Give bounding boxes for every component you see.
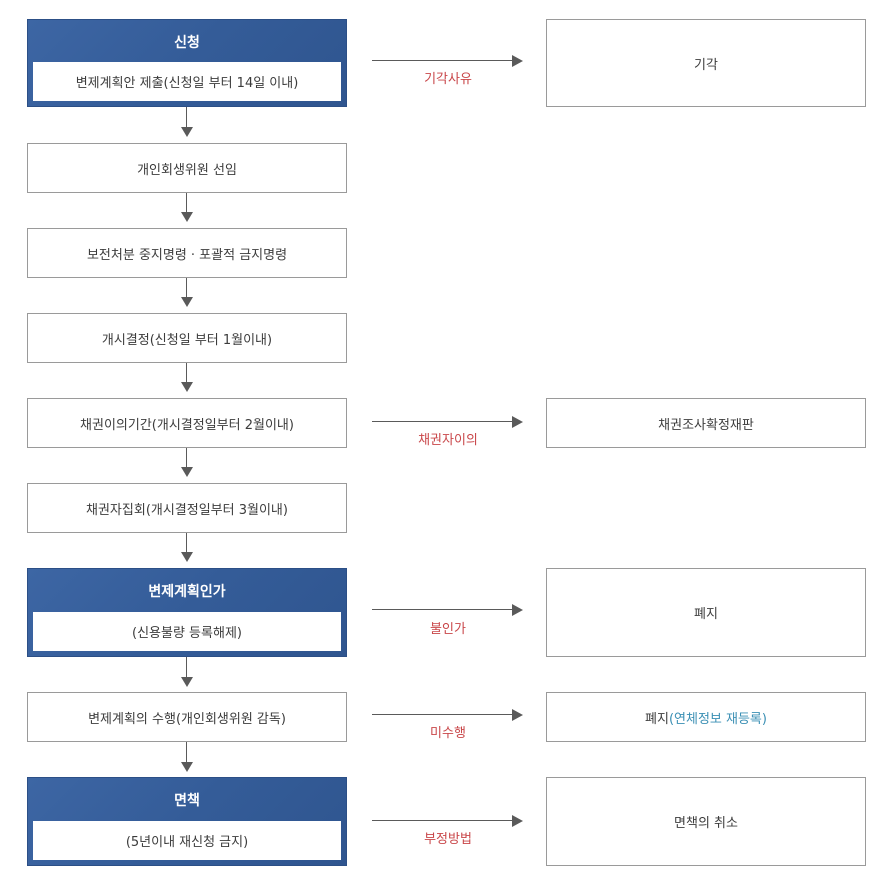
arrow-down-icon <box>181 382 193 392</box>
branch-abolish2-box: 폐지(연체정보 재등록) <box>546 692 866 742</box>
step-committee: 개인회생위원 선임 <box>27 143 347 193</box>
arrow-down-icon <box>181 127 193 137</box>
step-discharge-title: 면책 <box>174 793 200 809</box>
connector-line <box>186 742 187 762</box>
step-approve-sub: (신용불량 등록해제) <box>33 612 341 651</box>
arrow-right-icon <box>512 815 523 827</box>
connector-line <box>186 448 187 467</box>
arrow-right-icon <box>512 416 523 428</box>
connector-line <box>186 363 187 382</box>
connector-line <box>186 533 187 552</box>
arrow-down-icon <box>181 677 193 687</box>
branch-reject-label: 기각사유 <box>424 72 472 87</box>
arrow-down-icon <box>181 297 193 307</box>
branch-line <box>372 421 512 422</box>
arrow-right-icon <box>512 55 523 67</box>
step-apply: 신청 변제계획안 제출(신청일 부터 14일 이내) <box>27 19 347 107</box>
step-perform: 변제계획의 수행(개인회생위원 감독) <box>27 692 347 742</box>
step-apply-sub: 변제계획안 제출(신청일 부터 14일 이내) <box>33 62 341 101</box>
step-approve: 변제계획인가 (신용불량 등록해제) <box>27 568 347 657</box>
branch-nonperform-label: 미수행 <box>430 726 466 741</box>
step-preserve: 보전처분 중지명령 · 포괄적 금지명령 <box>27 228 347 278</box>
branch-fraud-label: 부정방법 <box>424 832 472 847</box>
branch-line <box>372 60 512 61</box>
arrow-down-icon <box>181 467 193 477</box>
arrow-down-icon <box>181 212 193 222</box>
branch-line <box>372 820 512 821</box>
connector-line <box>186 107 187 127</box>
branch-cancel-box: 면책의 취소 <box>546 777 866 866</box>
branch-dispute-label: 채권자이의 <box>418 433 478 448</box>
step-discharge-sub: (5년이내 재신청 금지) <box>33 821 341 860</box>
branch-reject-box: 기각 <box>546 19 866 107</box>
step-apply-title: 신청 <box>174 35 200 51</box>
branch-abolish2-main: 폐지 <box>645 711 669 727</box>
branch-line <box>372 609 512 610</box>
step-meeting: 채권자집회(개시결정일부터 3월이내) <box>27 483 347 533</box>
connector-line <box>186 193 187 212</box>
branch-line <box>372 714 512 715</box>
connector-line <box>186 657 187 677</box>
step-discharge: 면책 (5년이내 재신청 금지) <box>27 777 347 866</box>
branch-notapprove-label: 불인가 <box>430 622 466 637</box>
step-approve-title: 변제계획인가 <box>148 584 226 600</box>
step-objection: 채권이의기간(개시결정일부터 2월이내) <box>27 398 347 448</box>
arrow-down-icon <box>181 552 193 562</box>
branch-abolish-box: 폐지 <box>546 568 866 657</box>
arrow-right-icon <box>512 604 523 616</box>
branch-dispute-box: 채권조사확정재판 <box>546 398 866 448</box>
connector-line <box>186 278 187 297</box>
arrow-down-icon <box>181 762 193 772</box>
arrow-right-icon <box>512 709 523 721</box>
step-commence: 개시결정(신청일 부터 1월이내) <box>27 313 347 363</box>
branch-abolish2-sub: (연체정보 재등록) <box>668 711 767 727</box>
